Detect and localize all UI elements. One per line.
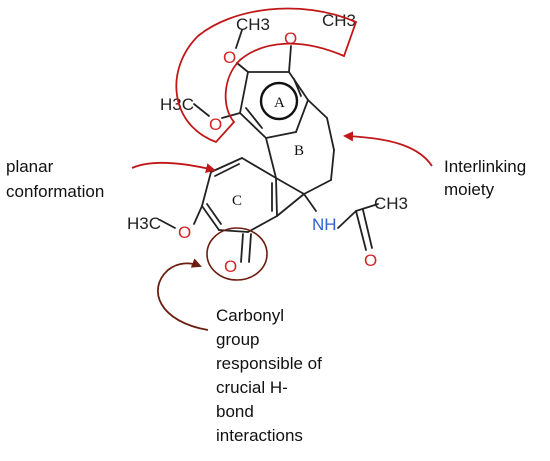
ring-c-label: C xyxy=(232,193,242,209)
oxygen-atom-3: O xyxy=(209,115,222,134)
nh-label: NH xyxy=(312,215,337,234)
carbonyl-label-line: Carbonyl xyxy=(216,306,284,325)
interlinking-arrow xyxy=(343,131,433,167)
oxygen-atom-2: O xyxy=(284,29,297,48)
planar-label-line2: conformation xyxy=(6,182,104,201)
amide-oxygen: O xyxy=(364,251,377,270)
trimethoxy-highlight-band xyxy=(175,7,358,144)
ch3-top-right-label: CH3 xyxy=(322,11,356,30)
carbonyl-highlight-ellipse xyxy=(206,227,268,281)
interlinking-label-line2: moiety xyxy=(444,180,495,199)
interlinking-label-line1: Interlinking xyxy=(444,157,526,176)
carbonyl-annotation: Carbonyl group responsible of crucial H-… xyxy=(216,306,322,445)
carbonyl-label-line: bond xyxy=(216,402,254,421)
carbonyl-label-line: group xyxy=(216,330,259,349)
ring-a-circle xyxy=(259,81,299,121)
carbonyl-label-line: crucial H- xyxy=(216,378,288,397)
atom-labels: CH3 CH3 H3C H3C CH3 O O O O O O NH xyxy=(127,11,408,276)
carbonyl-label-line: responsible of xyxy=(216,354,322,373)
oxygen-atom-4: O xyxy=(178,223,191,242)
h3c-ring-c-label: H3C xyxy=(127,214,161,233)
ring-a-label: A xyxy=(274,95,285,111)
h3c-left-label: H3C xyxy=(160,95,194,114)
ch3-acetyl-label: CH3 xyxy=(374,194,408,213)
oxygen-atom-1: O xyxy=(223,48,236,67)
planar-arrow xyxy=(131,162,216,174)
ring-b-label: B xyxy=(294,143,304,159)
planar-label-line1: planar xyxy=(6,157,54,176)
ch3-top-left-label: CH3 xyxy=(236,15,270,34)
bond-network xyxy=(159,29,379,263)
carbonyl-label-line: interactions xyxy=(216,426,303,445)
carbonyl-oxygen: O xyxy=(224,257,237,276)
carbonyl-arrow xyxy=(157,258,209,331)
